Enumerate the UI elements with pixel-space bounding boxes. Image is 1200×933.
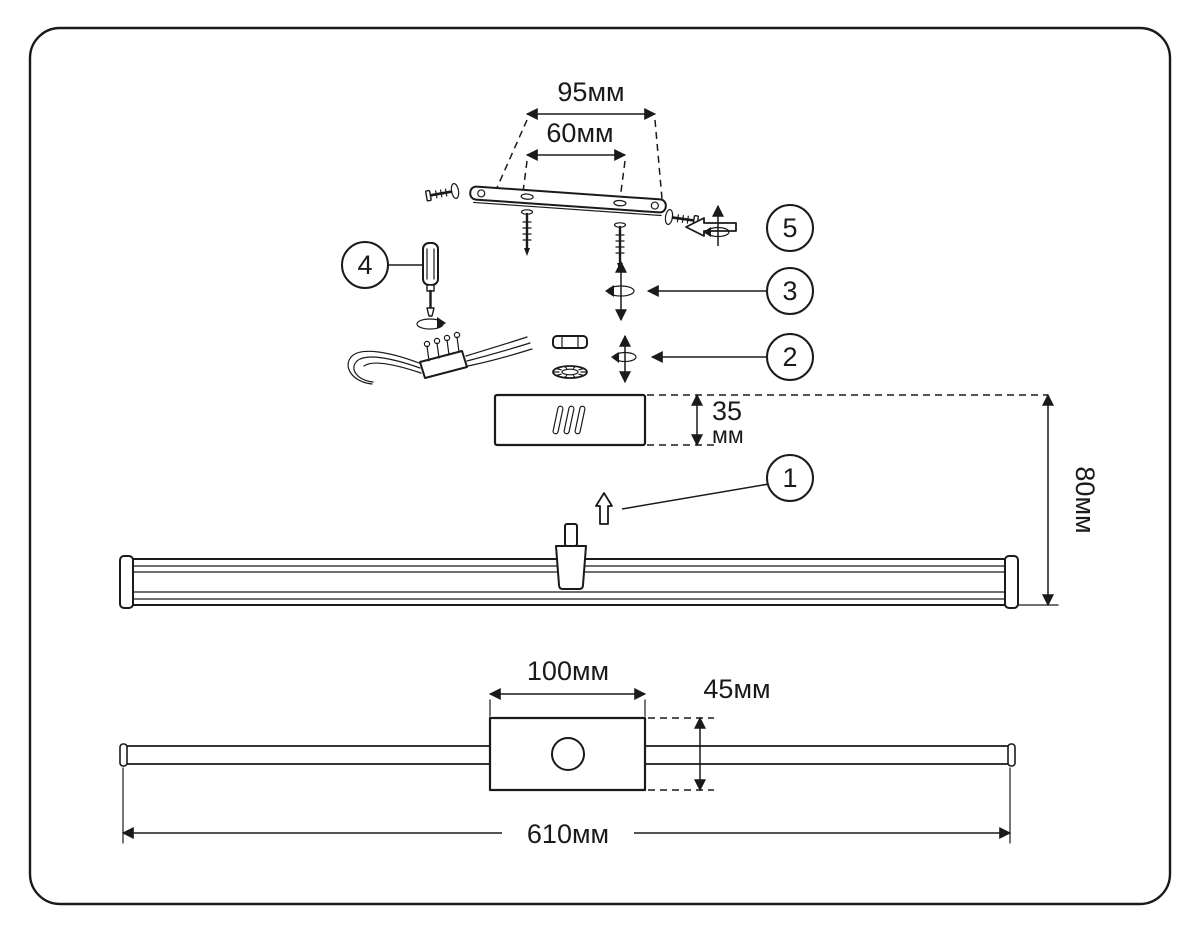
dim-60-label: 60мм	[546, 118, 613, 148]
callout-4: 4	[341, 241, 423, 289]
callout-5: 5	[766, 204, 814, 252]
dimension-45mm: 45мм	[648, 674, 771, 792]
callout-4-number: 4	[357, 250, 372, 280]
dim-95-label: 95мм	[557, 77, 624, 107]
wire-right-2	[466, 342, 531, 362]
callout-1: 1	[621, 454, 814, 510]
dimension-100mm: 100мм	[488, 656, 647, 717]
bracket-screw-right	[613, 222, 627, 271]
dim-100-label: 100мм	[527, 656, 609, 686]
wire-left-2	[353, 356, 421, 383]
wire-left-3	[363, 362, 422, 374]
end-cap-left-top	[119, 743, 128, 767]
callout-2: 2	[650, 333, 814, 381]
vent-slot	[563, 405, 575, 435]
canopy-box	[493, 393, 647, 447]
mounting-bracket	[425, 182, 699, 271]
end-cap-right-top	[1007, 743, 1016, 767]
wire-right-1	[465, 336, 528, 357]
screw-motion-icon-step2	[611, 334, 637, 384]
dim-35-value: 35	[712, 396, 742, 426]
dim-35-unit: мм	[712, 422, 744, 448]
lamp-bar-top-view	[119, 716, 1016, 792]
page-border	[28, 26, 1172, 906]
vent-slot	[552, 405, 564, 435]
callout-5-number: 5	[782, 213, 797, 243]
dimension-610mm: 610мм	[121, 767, 1012, 849]
vent-slot	[574, 405, 586, 435]
dimension-60mm: 60мм	[521, 118, 627, 208]
wire-right-3	[467, 348, 533, 367]
end-cap-left	[119, 555, 134, 609]
callout-1-number: 1	[782, 463, 797, 493]
dim-80-label: 80мм	[1070, 466, 1100, 533]
callout-3: 3	[646, 267, 814, 315]
hex-nut	[552, 335, 588, 349]
callout-1-leader	[621, 483, 770, 510]
callout-2-number: 2	[782, 342, 797, 372]
wire-left-1	[347, 350, 420, 385]
terminal-block-wiring	[347, 331, 533, 385]
mount-direction-arrow-icon	[595, 492, 613, 525]
callout-3-number: 3	[782, 276, 797, 306]
screw-motion-icon-step5	[685, 204, 737, 246]
dimension-95mm: 95мм	[495, 77, 664, 211]
end-cap-right	[1004, 555, 1019, 609]
screw-motion-icon-step3	[605, 260, 635, 322]
mounting-plate-top-view	[488, 716, 647, 792]
lamp-bar-side-view	[119, 523, 1019, 609]
anchor-screw-left	[425, 182, 460, 202]
screwdriver-icon	[416, 242, 446, 330]
dimension-35mm: 35 мм	[647, 393, 1048, 448]
mount-stem	[555, 523, 587, 590]
stem-hole	[551, 737, 585, 771]
bracket-screw-left	[520, 209, 534, 256]
dimension-80mm: 80мм	[1017, 393, 1100, 607]
dim-610-label: 610мм	[527, 819, 609, 849]
dim-45-label: 45мм	[703, 674, 770, 704]
lock-washer	[552, 365, 588, 379]
